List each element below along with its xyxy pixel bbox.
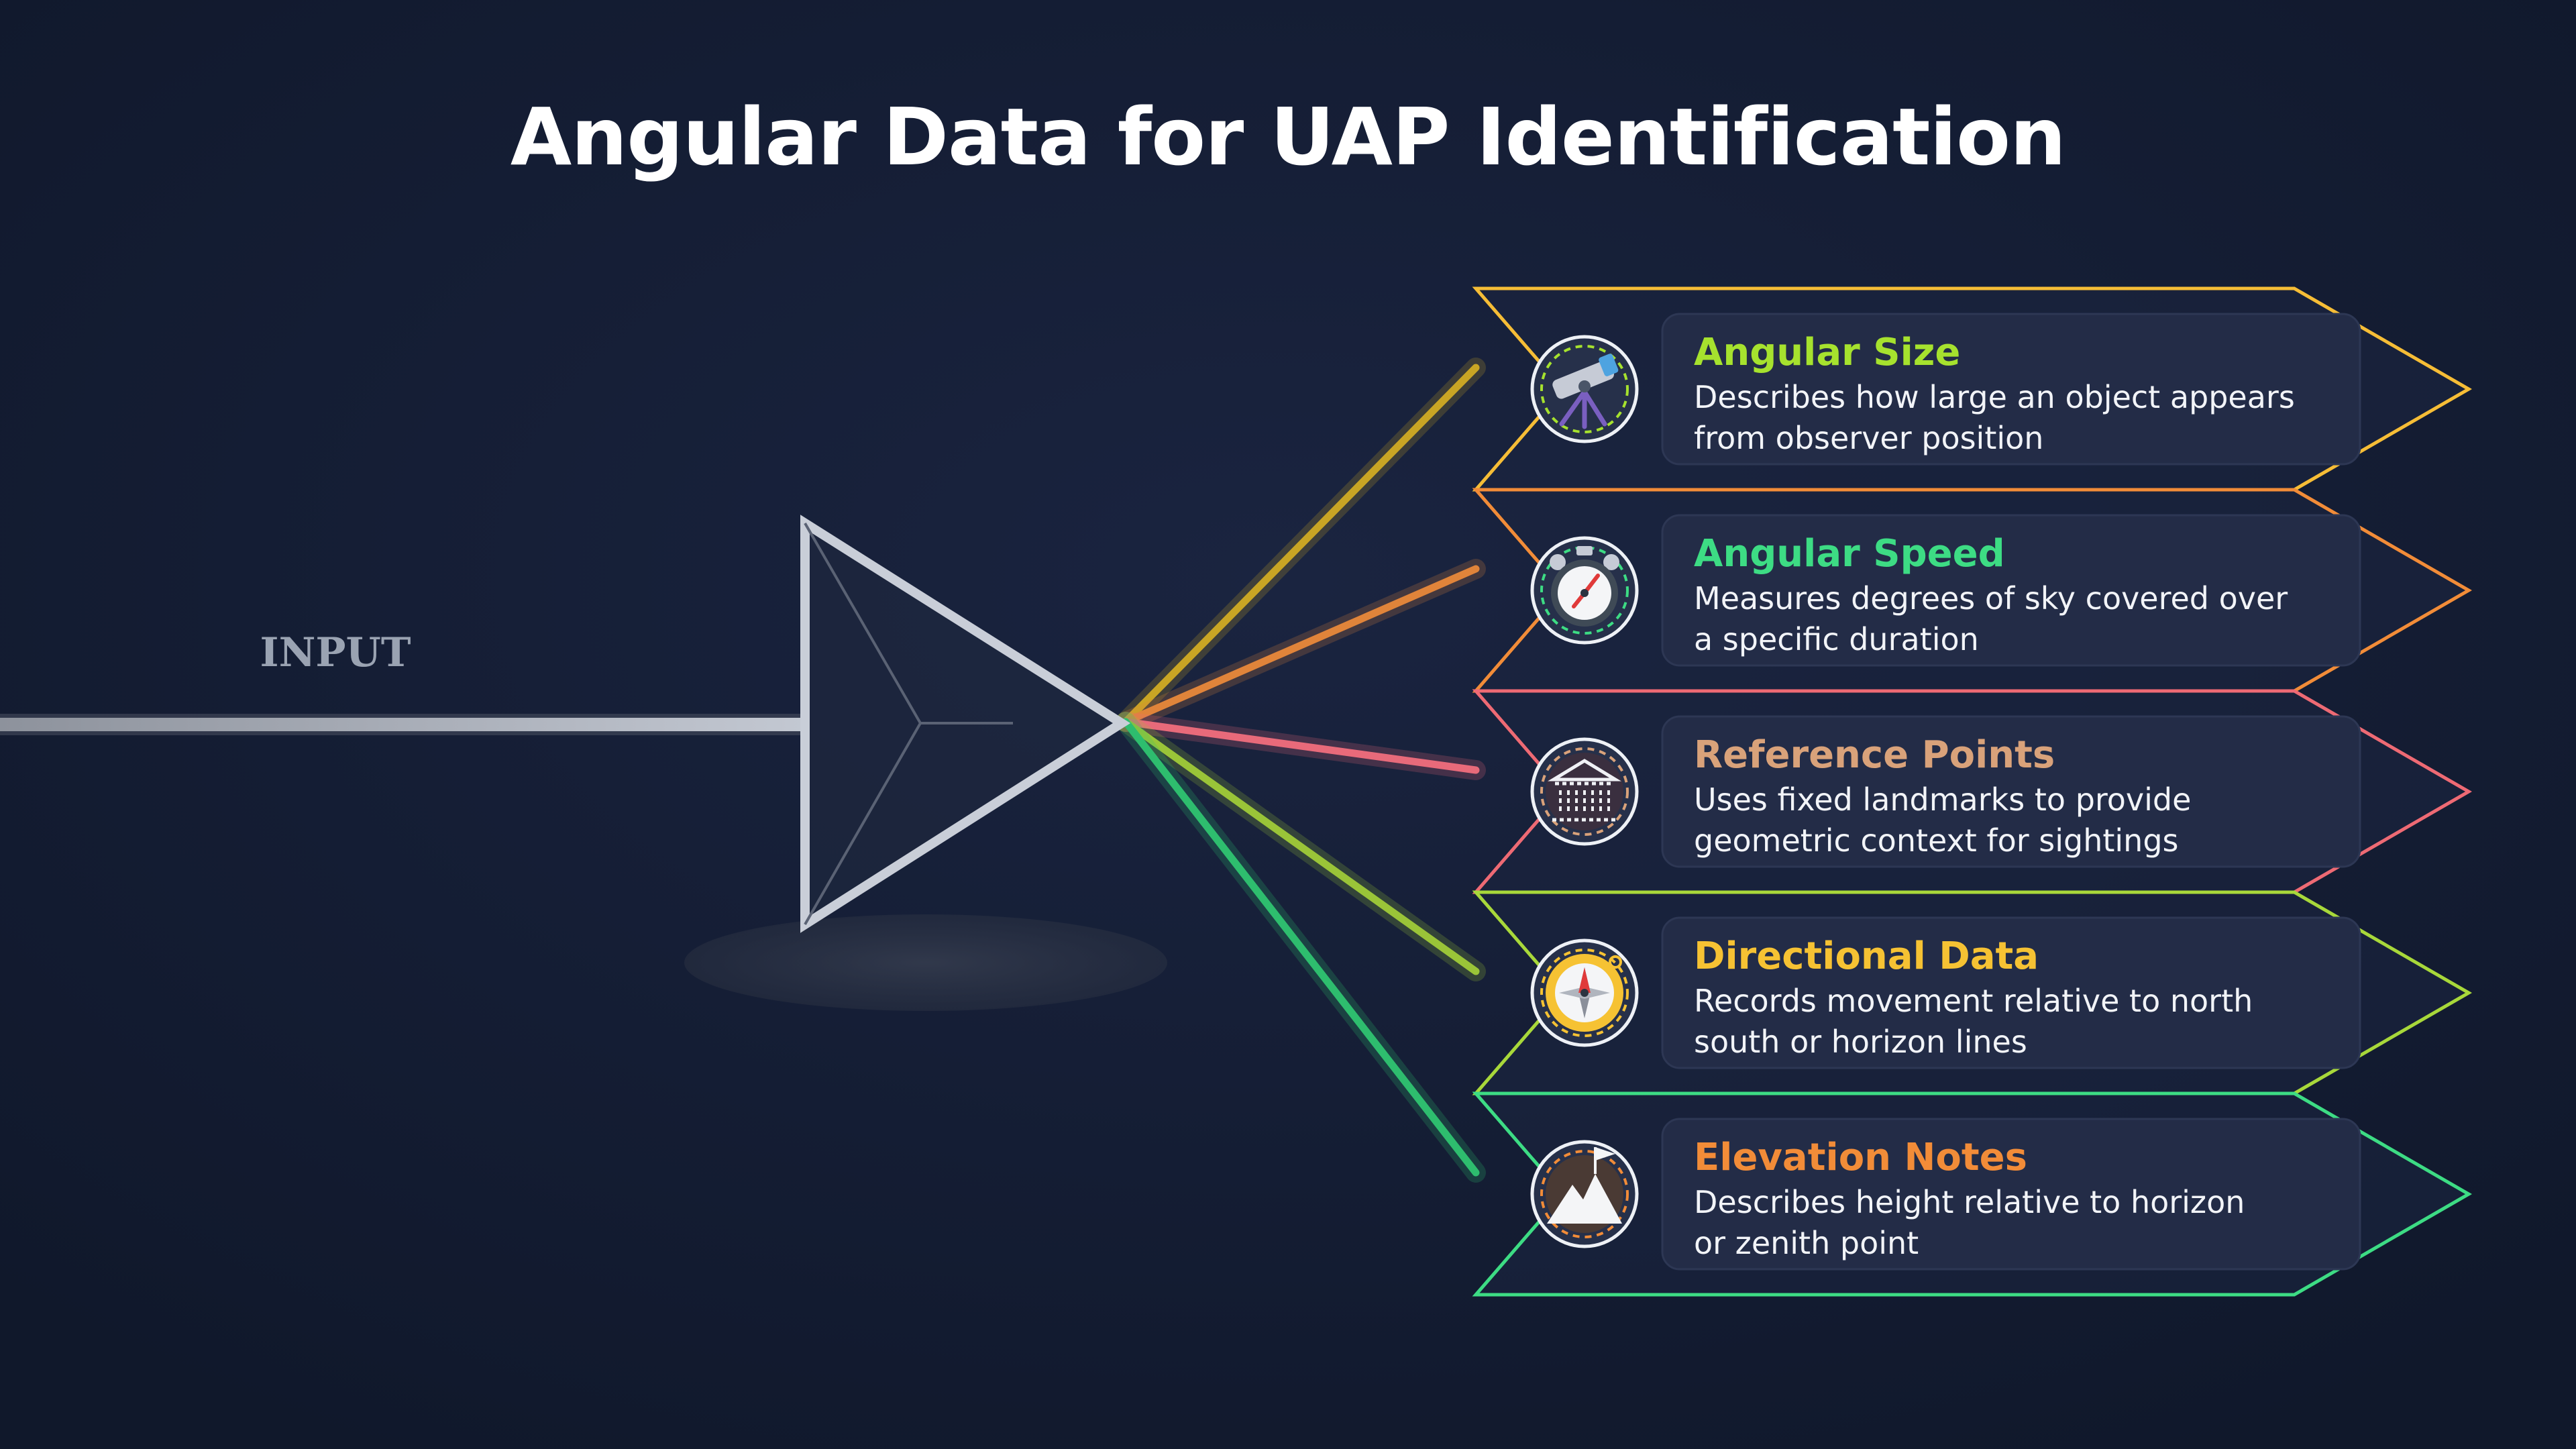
card-panel-4 — [1661, 916, 2361, 1069]
stopwatch-icon — [1530, 536, 1639, 645]
card-description-line: Records movement relative to north — [1694, 983, 2253, 1019]
prism-facet-bottom — [804, 722, 922, 925]
card-title: Angular Size — [1694, 331, 1961, 374]
card-panel-3 — [1661, 715, 2361, 868]
card-description-line: geometric context for sightings — [1694, 822, 2179, 859]
item-cards — [1472, 286, 2473, 1297]
prism — [0, 515, 1167, 1011]
card-title: Angular Speed — [1694, 532, 2005, 576]
input-label: INPUT — [260, 629, 411, 676]
card-description-line: Uses fixed landmarks to provide — [1694, 782, 2192, 818]
card-panel-2 — [1661, 514, 2361, 667]
card-title: Elevation Notes — [1694, 1136, 2027, 1179]
prism-shadow — [684, 914, 1167, 1011]
prism-facet-top — [804, 523, 922, 724]
mountain-flag-icon — [1530, 1140, 1639, 1248]
card-description-line: south or horizon lines — [1694, 1024, 2027, 1060]
card-description-line: Describes height relative to horizon — [1694, 1184, 2245, 1220]
card-description-line: Measures degrees of sky covered over — [1694, 580, 2288, 616]
ray-3 — [1122, 718, 1480, 774]
card-description-line: Describes how large an object appears — [1694, 379, 2295, 415]
ray-2 — [1122, 565, 1480, 726]
light-rays — [1116, 358, 1486, 1183]
card-description-line: from observer position — [1694, 420, 2044, 456]
card-title: Reference Points — [1694, 733, 2055, 777]
card-panel-5 — [1661, 1118, 2361, 1271]
input-beam — [0, 718, 805, 731]
ray-5 — [1122, 718, 1480, 1177]
card-description-line: a specific duration — [1694, 621, 1979, 657]
landmark-icon — [1530, 737, 1639, 846]
compass-icon — [1530, 938, 1639, 1047]
ray-4 — [1122, 718, 1480, 975]
card-description-line: or zenith point — [1694, 1225, 1919, 1261]
card-title: Directional Data — [1694, 934, 2039, 978]
page-title: Angular Data for UAP Identification — [510, 91, 2066, 183]
ray-1 — [1122, 364, 1480, 726]
card-panel-1 — [1661, 313, 2361, 466]
telescope-icon — [1530, 335, 1639, 443]
